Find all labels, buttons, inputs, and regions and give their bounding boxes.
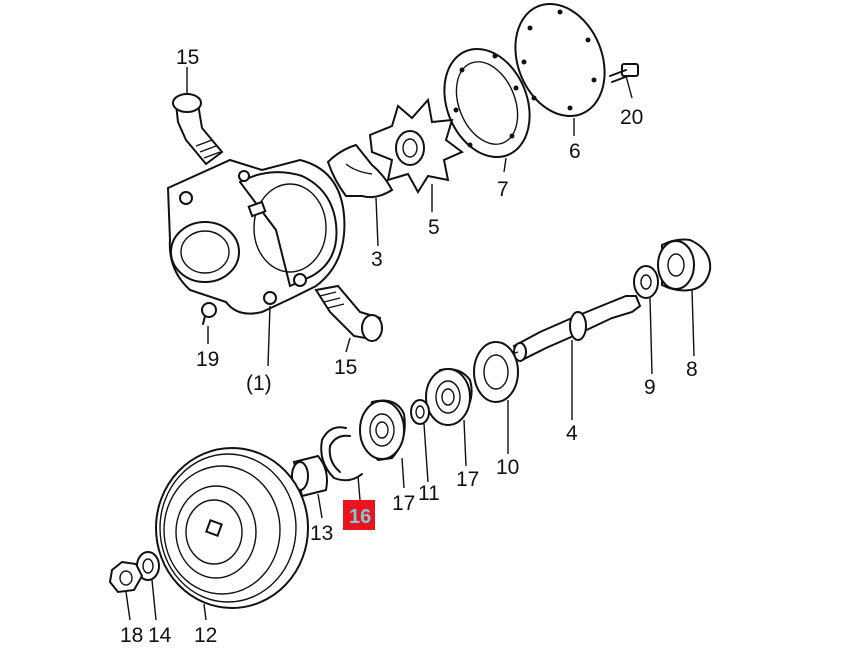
- label-14: 14: [148, 624, 172, 647]
- label-8: 8: [686, 358, 698, 381]
- highlighted-label-16[interactable]: 16: [343, 500, 375, 530]
- screw-part: [609, 63, 639, 83]
- hose-fitting-bottom-part: [314, 284, 383, 342]
- hose-fitting-top-part: [172, 93, 224, 166]
- label-3: 3: [371, 248, 383, 271]
- label-15-bottom: 15: [334, 356, 357, 379]
- label-6: 6: [569, 140, 581, 163]
- seal-part: [657, 238, 712, 292]
- label-16: 16: [349, 506, 371, 528]
- gasket-part: [443, 47, 531, 159]
- label-17-right: 17: [456, 468, 479, 491]
- leader-lines: [125, 67, 695, 621]
- washer-part: [633, 265, 659, 299]
- retainer-part: [473, 341, 519, 403]
- small-screw-part: [201, 302, 217, 325]
- label-15-top: 15: [176, 46, 199, 69]
- pulley-part: [155, 447, 309, 609]
- label-12: 12: [194, 624, 217, 647]
- label-20: 20: [620, 106, 643, 129]
- circlip-part: [320, 426, 363, 482]
- cam-plate-part: [326, 143, 394, 199]
- bearing-right-part: [425, 368, 473, 426]
- label-17-left: 17: [392, 492, 415, 515]
- label-11: 11: [418, 482, 440, 505]
- highlight-box: [343, 500, 375, 530]
- label-13: 13: [310, 522, 333, 545]
- label-18: 18: [120, 624, 143, 647]
- label-1: (1): [246, 372, 272, 395]
- label-9: 9: [644, 376, 656, 399]
- bearing-left-part: [359, 399, 406, 462]
- pump-housing-part: [166, 158, 346, 315]
- label-4: 4: [566, 422, 578, 445]
- cover-plate-part: [514, 2, 606, 118]
- shaft-part: [505, 295, 642, 362]
- nut-part: [108, 560, 144, 594]
- label-7: 7: [497, 178, 509, 201]
- snap-ring-part: [410, 399, 430, 425]
- label-10: 10: [496, 456, 519, 479]
- impeller-part: [368, 97, 464, 194]
- label-19: 19: [196, 348, 219, 371]
- label-5: 5: [428, 216, 440, 239]
